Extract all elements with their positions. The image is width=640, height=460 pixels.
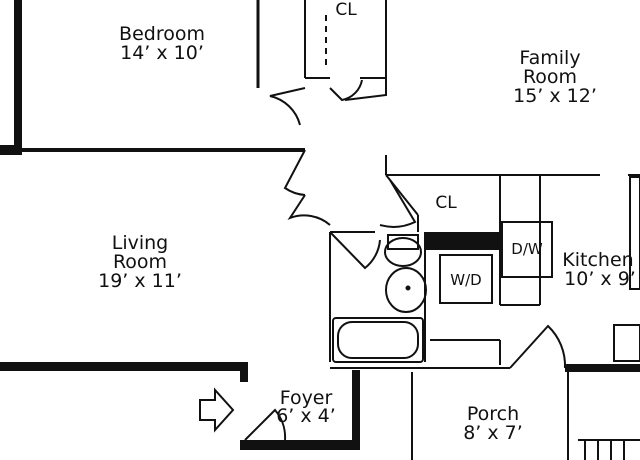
living-name-2: Room bbox=[113, 251, 167, 273]
closet-mid-label: CL bbox=[435, 193, 457, 213]
living-dims: 19’ x 11’ bbox=[98, 270, 182, 292]
wall-laundry-header bbox=[425, 232, 501, 250]
washer-dryer-label: W/D bbox=[450, 271, 481, 289]
door-bath bbox=[329, 231, 381, 270]
porch-dims: 8’ x 7’ bbox=[463, 422, 523, 444]
porch-steps bbox=[578, 439, 640, 460]
wall-foyer-bottom bbox=[240, 440, 360, 450]
sink-drain bbox=[405, 285, 411, 291]
dishwasher-box bbox=[501, 221, 553, 278]
bedroom-dims: 14’ x 10’ bbox=[120, 42, 204, 64]
interior-walls bbox=[22, 0, 640, 460]
door-hall-a bbox=[283, 149, 306, 196]
wall-family-right-post bbox=[629, 176, 640, 290]
hall-wall-a bbox=[344, 78, 387, 101]
door-foyer bbox=[244, 408, 287, 441]
family-name-1: Family bbox=[519, 47, 580, 69]
toilet-tank bbox=[387, 234, 419, 250]
porch-name: Porch bbox=[467, 403, 519, 425]
fixtures bbox=[199, 221, 640, 460]
door-closet-mid bbox=[379, 179, 417, 228]
bathtub bbox=[332, 317, 424, 363]
bedroom-name: Bedroom bbox=[119, 23, 205, 45]
door-porch bbox=[509, 324, 567, 369]
entry-arrow-icon bbox=[199, 387, 235, 433]
bathtub-inner bbox=[337, 321, 419, 359]
fridge bbox=[613, 324, 640, 362]
kitchen-name: Kitchen bbox=[562, 249, 633, 271]
washer-dryer-box bbox=[439, 254, 493, 304]
labels: Bedroom 14’ x 10’ Family Room 15’ x 12’ … bbox=[98, 0, 636, 444]
doors bbox=[244, 79, 567, 441]
wall-foyer-right bbox=[352, 370, 360, 450]
wall-bedroom-left bbox=[14, 0, 22, 155]
family-name-2: Room bbox=[523, 66, 577, 88]
foyer-name: Foyer bbox=[280, 387, 333, 409]
door-closet-top bbox=[329, 79, 363, 102]
kitchen-dims: 10’ x 9’ bbox=[564, 268, 636, 290]
door-hall-b bbox=[287, 194, 331, 226]
exterior-walls bbox=[0, 0, 640, 450]
toilet-bowl bbox=[384, 237, 422, 267]
wall-foyer-step bbox=[240, 362, 248, 382]
wall-bedroom-bottom-left bbox=[0, 145, 22, 155]
family-dims: 15’ x 12’ bbox=[513, 85, 597, 107]
dishwasher-label: D/W bbox=[511, 240, 543, 258]
wall-living-bottom bbox=[0, 362, 248, 371]
sink bbox=[385, 267, 427, 313]
closet-top-label: CL bbox=[335, 0, 357, 20]
door-bedroom bbox=[269, 87, 306, 126]
wall-kitchen-bottom bbox=[565, 364, 640, 372]
foyer-dims: 6’ x 4’ bbox=[276, 405, 336, 427]
living-name-1: Living bbox=[112, 232, 169, 254]
